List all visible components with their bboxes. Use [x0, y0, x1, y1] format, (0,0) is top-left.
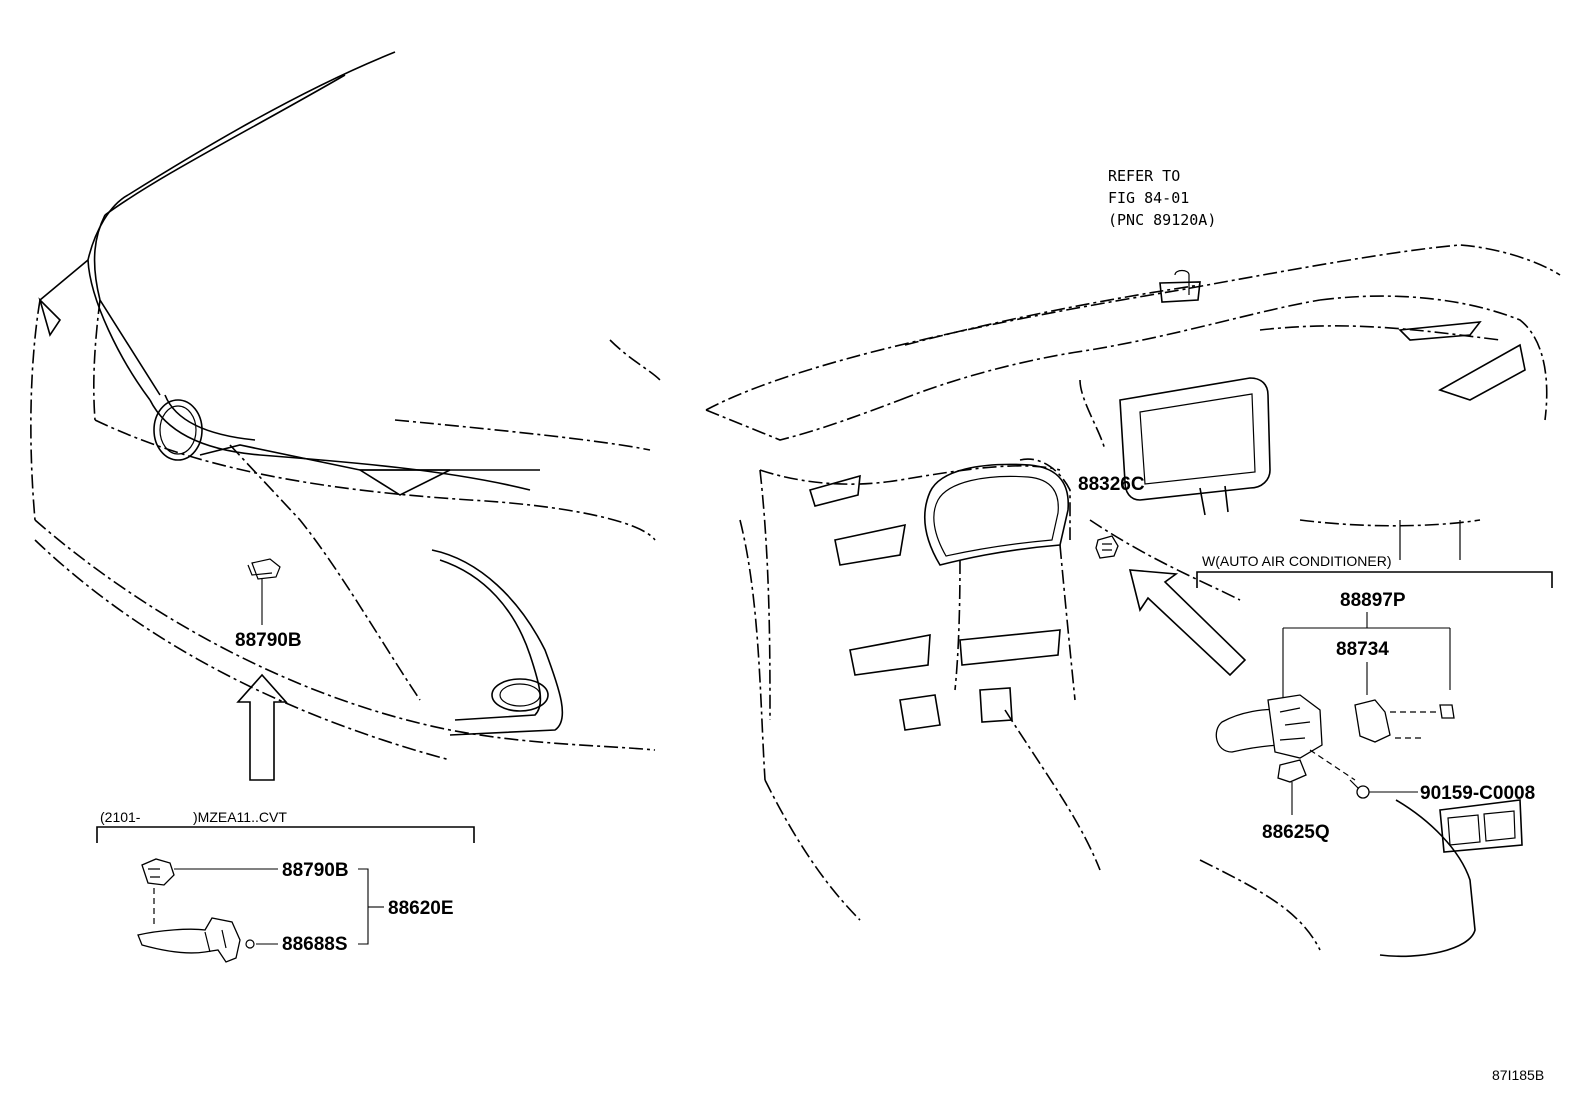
auto-ac-condition: W(AUTO AIR CONDITIONER) [1202, 553, 1392, 569]
front-pointer-arrow [236, 673, 288, 781]
auto-ac-harness-label: 88625Q [1262, 822, 1330, 843]
refer-note-line-3: (PNC 89120A) [1108, 211, 1216, 229]
auto-ac-sensor-label: 88734 [1336, 639, 1389, 660]
front-bumper-illustration [30, 51, 661, 761]
dashboard-illustration [705, 244, 1561, 958]
variant-condition-left: (2101- [100, 809, 141, 825]
dash-pointer-arrow [1128, 569, 1247, 677]
dash-sensor-part-label: 88326C [1078, 474, 1145, 495]
illustration-code: 87I185B [1492, 1067, 1544, 1083]
auto-ac-assembly-bracket [1282, 612, 1451, 700]
ambient-sensor-assembly-drawing [137, 858, 278, 963]
variant-sensor-label: 88790B [282, 860, 349, 881]
variant-bracket-left [96, 826, 475, 843]
variant-assembly-label: 88620E [388, 898, 454, 919]
auto-ac-bracket [1196, 571, 1553, 588]
variant-assembly-bracket [358, 868, 384, 945]
variant-harness-label: 88688S [282, 934, 348, 955]
refer-note-line-2: FIG 84-01 [1108, 189, 1189, 207]
refer-note: REFER TO FIG 84-01 (PNC 89120A) [1108, 167, 1216, 229]
refer-note-line-1: REFER TO [1108, 167, 1180, 185]
auto-ac-screw-label: 90159-C0008 [1420, 783, 1535, 804]
variant-condition-right: )MZEA11..CVT [193, 809, 287, 825]
auto-ac-assembly-drawing [1215, 694, 1455, 799]
front-sensor-part-label: 88790B [235, 630, 302, 651]
auto-ac-assembly-label: 88897P [1340, 590, 1406, 611]
